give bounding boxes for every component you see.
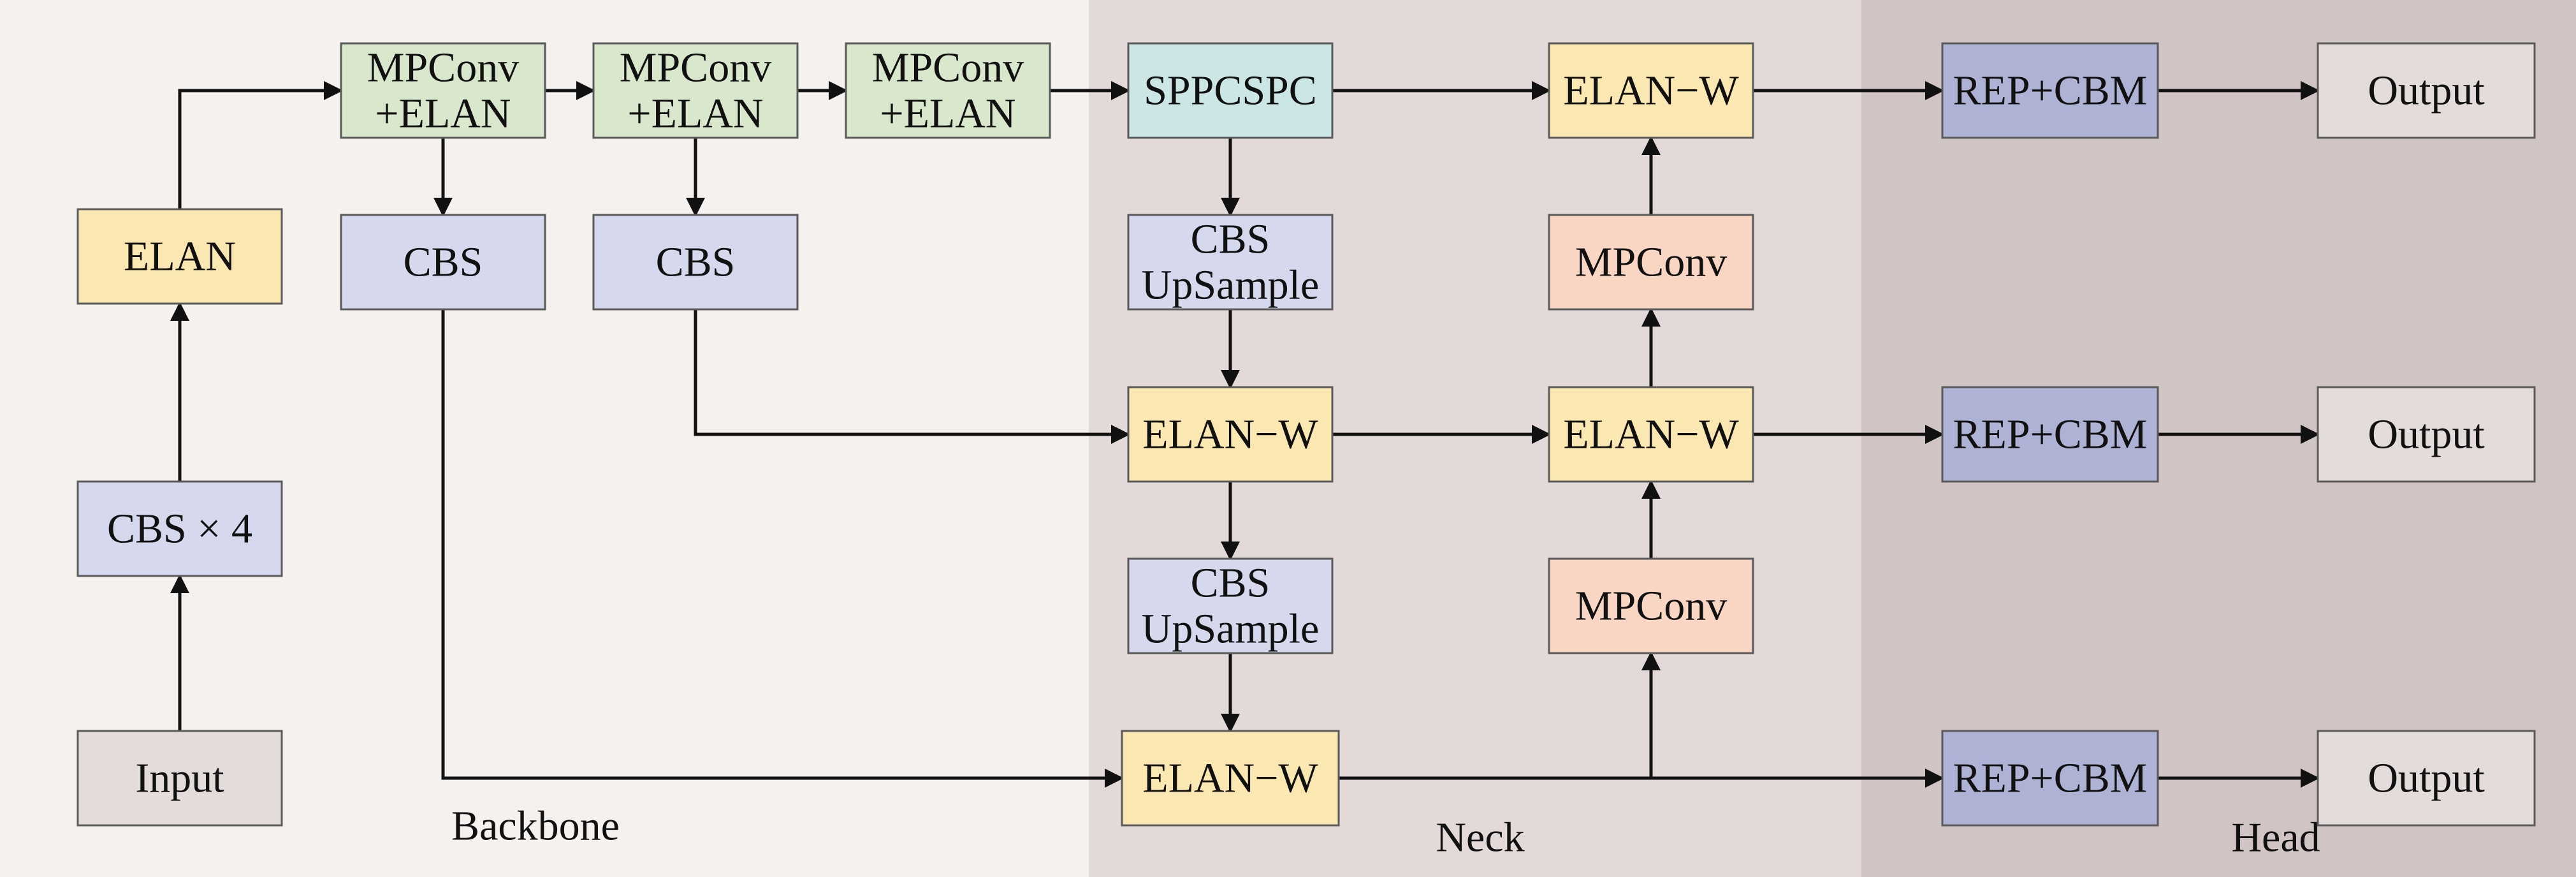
node-out2: Output	[2317, 386, 2536, 483]
node-label: ELAN−W	[1563, 68, 1739, 114]
node-elanw-mid: ELAN−W	[1127, 386, 1334, 483]
node-mpelan3: MPConv+ELAN	[845, 42, 1051, 139]
node-label: CBS	[656, 239, 736, 286]
node-box	[1127, 386, 1334, 483]
node-mpelan1: MPConv+ELAN	[340, 42, 546, 139]
edge-elan-to-mpelan1	[178, 81, 343, 209]
edge-cbs-a-to-elanw-bot	[441, 309, 1124, 788]
node-label: Output	[2368, 411, 2484, 458]
node-label: +ELAN	[627, 91, 763, 137]
edge-cbs-b-to-elanw-mid	[694, 309, 1130, 444]
node-mpconv-low: MPConv	[1548, 557, 1754, 654]
node-box	[1121, 730, 1340, 827]
node-elanw-r2: ELAN−W	[1548, 386, 1754, 483]
node-elanw-bot: ELAN−W	[1121, 730, 1340, 827]
node-label: MPConv	[1575, 239, 1727, 286]
node-box	[592, 42, 799, 139]
node-box	[1127, 214, 1334, 311]
node-box	[1548, 214, 1754, 311]
node-label: ELAN	[124, 233, 236, 280]
node-sppcspc: SPPCSPC	[1127, 42, 1334, 139]
node-label: ELAN−W	[1142, 411, 1318, 458]
node-box	[2317, 386, 2536, 483]
node-label: REP+CBM	[1953, 411, 2148, 458]
node-box	[2317, 730, 2536, 827]
node-label: ELAN−W	[1142, 755, 1318, 802]
node-label: CBS × 4	[107, 506, 252, 552]
node-label: REP+CBM	[1953, 755, 2148, 802]
node-label: UpSample	[1142, 606, 1320, 652]
node-elan: ELAN	[76, 208, 283, 305]
node-box	[76, 208, 283, 305]
node-box	[76, 730, 283, 827]
node-box	[1548, 557, 1754, 654]
node-label: Input	[135, 755, 224, 802]
node-label: +ELAN	[880, 91, 1015, 137]
node-input: Input	[76, 730, 283, 827]
node-box	[1941, 42, 2159, 139]
node-label: Output	[2368, 68, 2484, 114]
node-box	[1941, 386, 2159, 483]
node-cbs4: CBS × 4	[76, 480, 283, 577]
node-out3: Output	[2317, 730, 2536, 827]
node-out1: Output	[2317, 42, 2536, 139]
node-label: Output	[2368, 755, 2484, 802]
node-mpconv-high: MPConv	[1548, 214, 1754, 311]
node-rep2: REP+CBM	[1941, 386, 2159, 483]
node-label: CBS	[1191, 560, 1270, 607]
backbone-label: Backbone	[451, 803, 620, 850]
node-label: CBS	[1191, 216, 1270, 263]
node-label: MPConv	[367, 45, 519, 91]
node-label: REP+CBM	[1953, 68, 2148, 114]
node-label: ELAN−W	[1563, 411, 1739, 458]
node-box	[340, 214, 546, 311]
head-label: Head	[2231, 814, 2320, 861]
node-rep3: REP+CBM	[1941, 730, 2159, 827]
node-elanw-r1: ELAN−W	[1548, 42, 1754, 139]
node-box	[592, 214, 799, 311]
node-box	[1127, 42, 1334, 139]
node-box	[2317, 42, 2536, 139]
node-box	[1548, 386, 1754, 483]
neck-label: Neck	[1436, 814, 1524, 861]
node-mpelan2: MPConv+ELAN	[592, 42, 799, 139]
node-box	[340, 42, 546, 139]
node-label: CBS	[404, 239, 483, 286]
edges-layer	[170, 81, 2320, 788]
node-cbs-b: CBS	[592, 214, 799, 311]
node-cbs-a: CBS	[340, 214, 546, 311]
node-label: UpSample	[1142, 262, 1320, 309]
node-label: +ELAN	[375, 91, 511, 137]
node-rep1: REP+CBM	[1941, 42, 2159, 139]
node-label: MPConv	[620, 45, 771, 91]
node-label: MPConv	[872, 45, 1024, 91]
node-box	[845, 42, 1051, 139]
node-box	[76, 480, 283, 577]
node-label: MPConv	[1575, 583, 1727, 630]
node-label: SPPCSPC	[1144, 68, 1317, 114]
node-box	[1548, 42, 1754, 139]
node-box	[1127, 557, 1334, 654]
node-box	[1941, 730, 2159, 827]
